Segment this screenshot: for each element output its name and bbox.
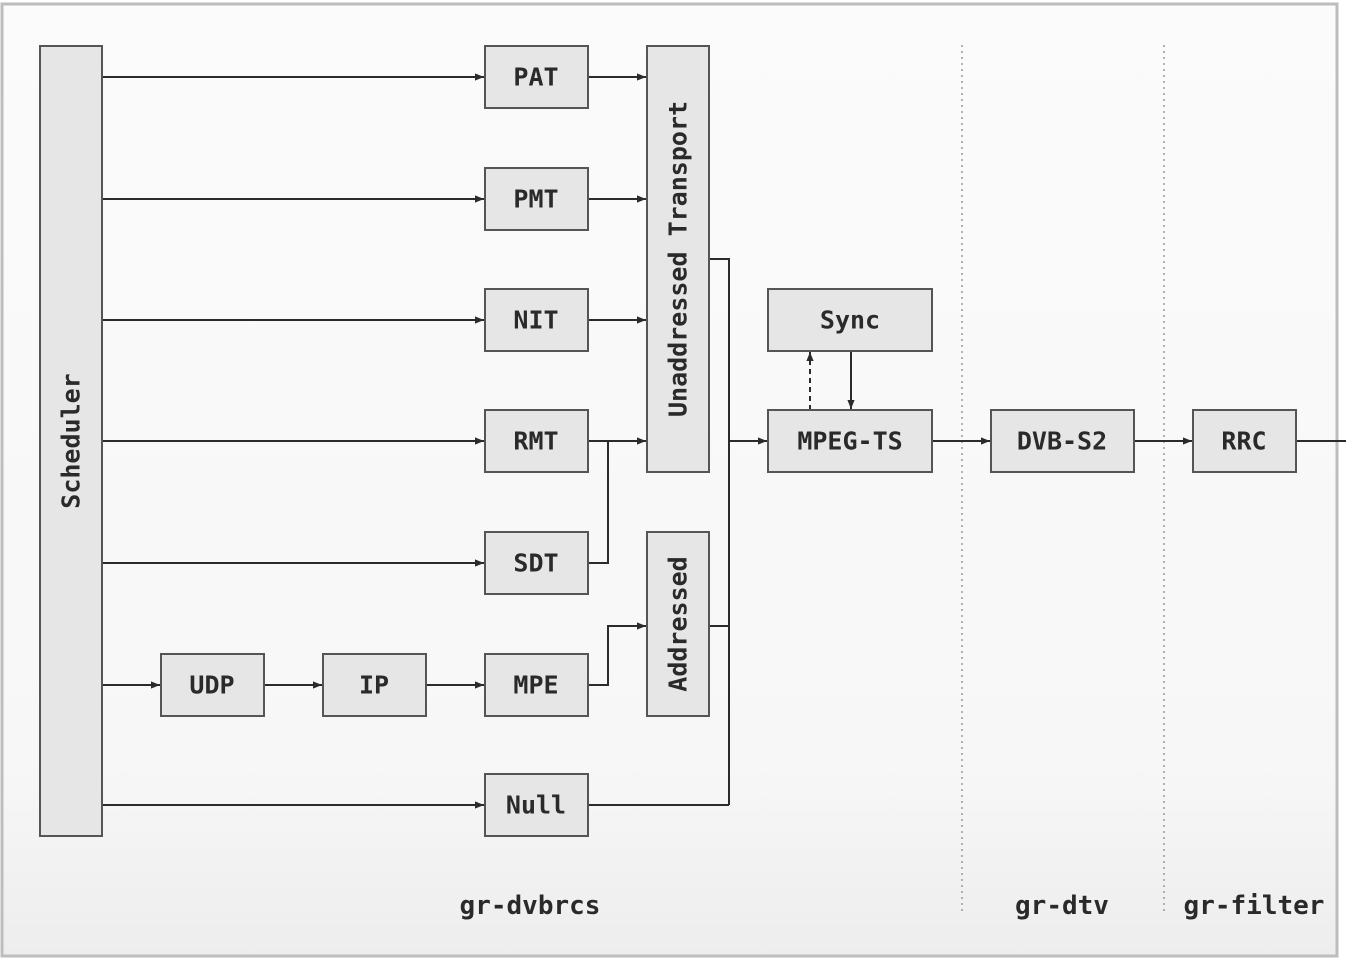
- block-dvb-s2-label: DVB-S2: [1017, 427, 1107, 456]
- block-dvb-s2: DVB-S2: [990, 409, 1135, 473]
- block-addressed: Addressed: [646, 531, 710, 717]
- block-pmt: PMT: [484, 167, 589, 231]
- block-ip-label: IP: [359, 671, 389, 700]
- group-label-filter: gr-filter: [1184, 891, 1325, 921]
- block-nit: NIT: [484, 288, 589, 352]
- block-rmt-label: RMT: [513, 427, 558, 456]
- block-pat: PAT: [484, 45, 589, 109]
- block-pat-label: PAT: [513, 63, 558, 92]
- block-mpe-label: MPE: [513, 671, 558, 700]
- block-mpeg-ts-label: MPEG-TS: [797, 427, 902, 456]
- block-udp: UDP: [160, 653, 265, 717]
- block-mpe: MPE: [484, 653, 589, 717]
- block-sdt-label: SDT: [513, 549, 558, 578]
- block-rrc-label: RRC: [1221, 427, 1266, 456]
- block-addressed-label: Addressed: [664, 556, 693, 691]
- block-rmt: RMT: [484, 409, 589, 473]
- block-sdt: SDT: [484, 531, 589, 595]
- block-unaddressed-transport: Unaddressed Transport: [646, 45, 710, 473]
- block-null: Null: [484, 773, 589, 837]
- wire-mpe-addressed: [589, 622, 646, 686]
- block-scheduler: Scheduler: [39, 45, 103, 837]
- wire-unaddressed-bus: [710, 258, 730, 805]
- block-sync-label: Sync: [820, 306, 880, 335]
- group-label-dtv: gr-dtv: [1015, 891, 1109, 921]
- block-udp-label: UDP: [189, 671, 234, 700]
- block-sync: Sync: [767, 288, 933, 352]
- block-nit-label: NIT: [513, 306, 558, 335]
- block-ip: IP: [322, 653, 427, 717]
- block-rrc: RRC: [1192, 409, 1297, 473]
- group-label-dvbrcs: gr-dvbrcs: [460, 891, 601, 921]
- block-mpeg-ts: MPEG-TS: [767, 409, 933, 473]
- block-pmt-label: PMT: [513, 185, 558, 214]
- block-scheduler-label: Scheduler: [57, 373, 86, 508]
- block-null-label: Null: [506, 791, 566, 820]
- block-unaddressed-transport-label: Unaddressed Transport: [664, 101, 693, 417]
- wire-sdt-unaddressed: [589, 441, 609, 564]
